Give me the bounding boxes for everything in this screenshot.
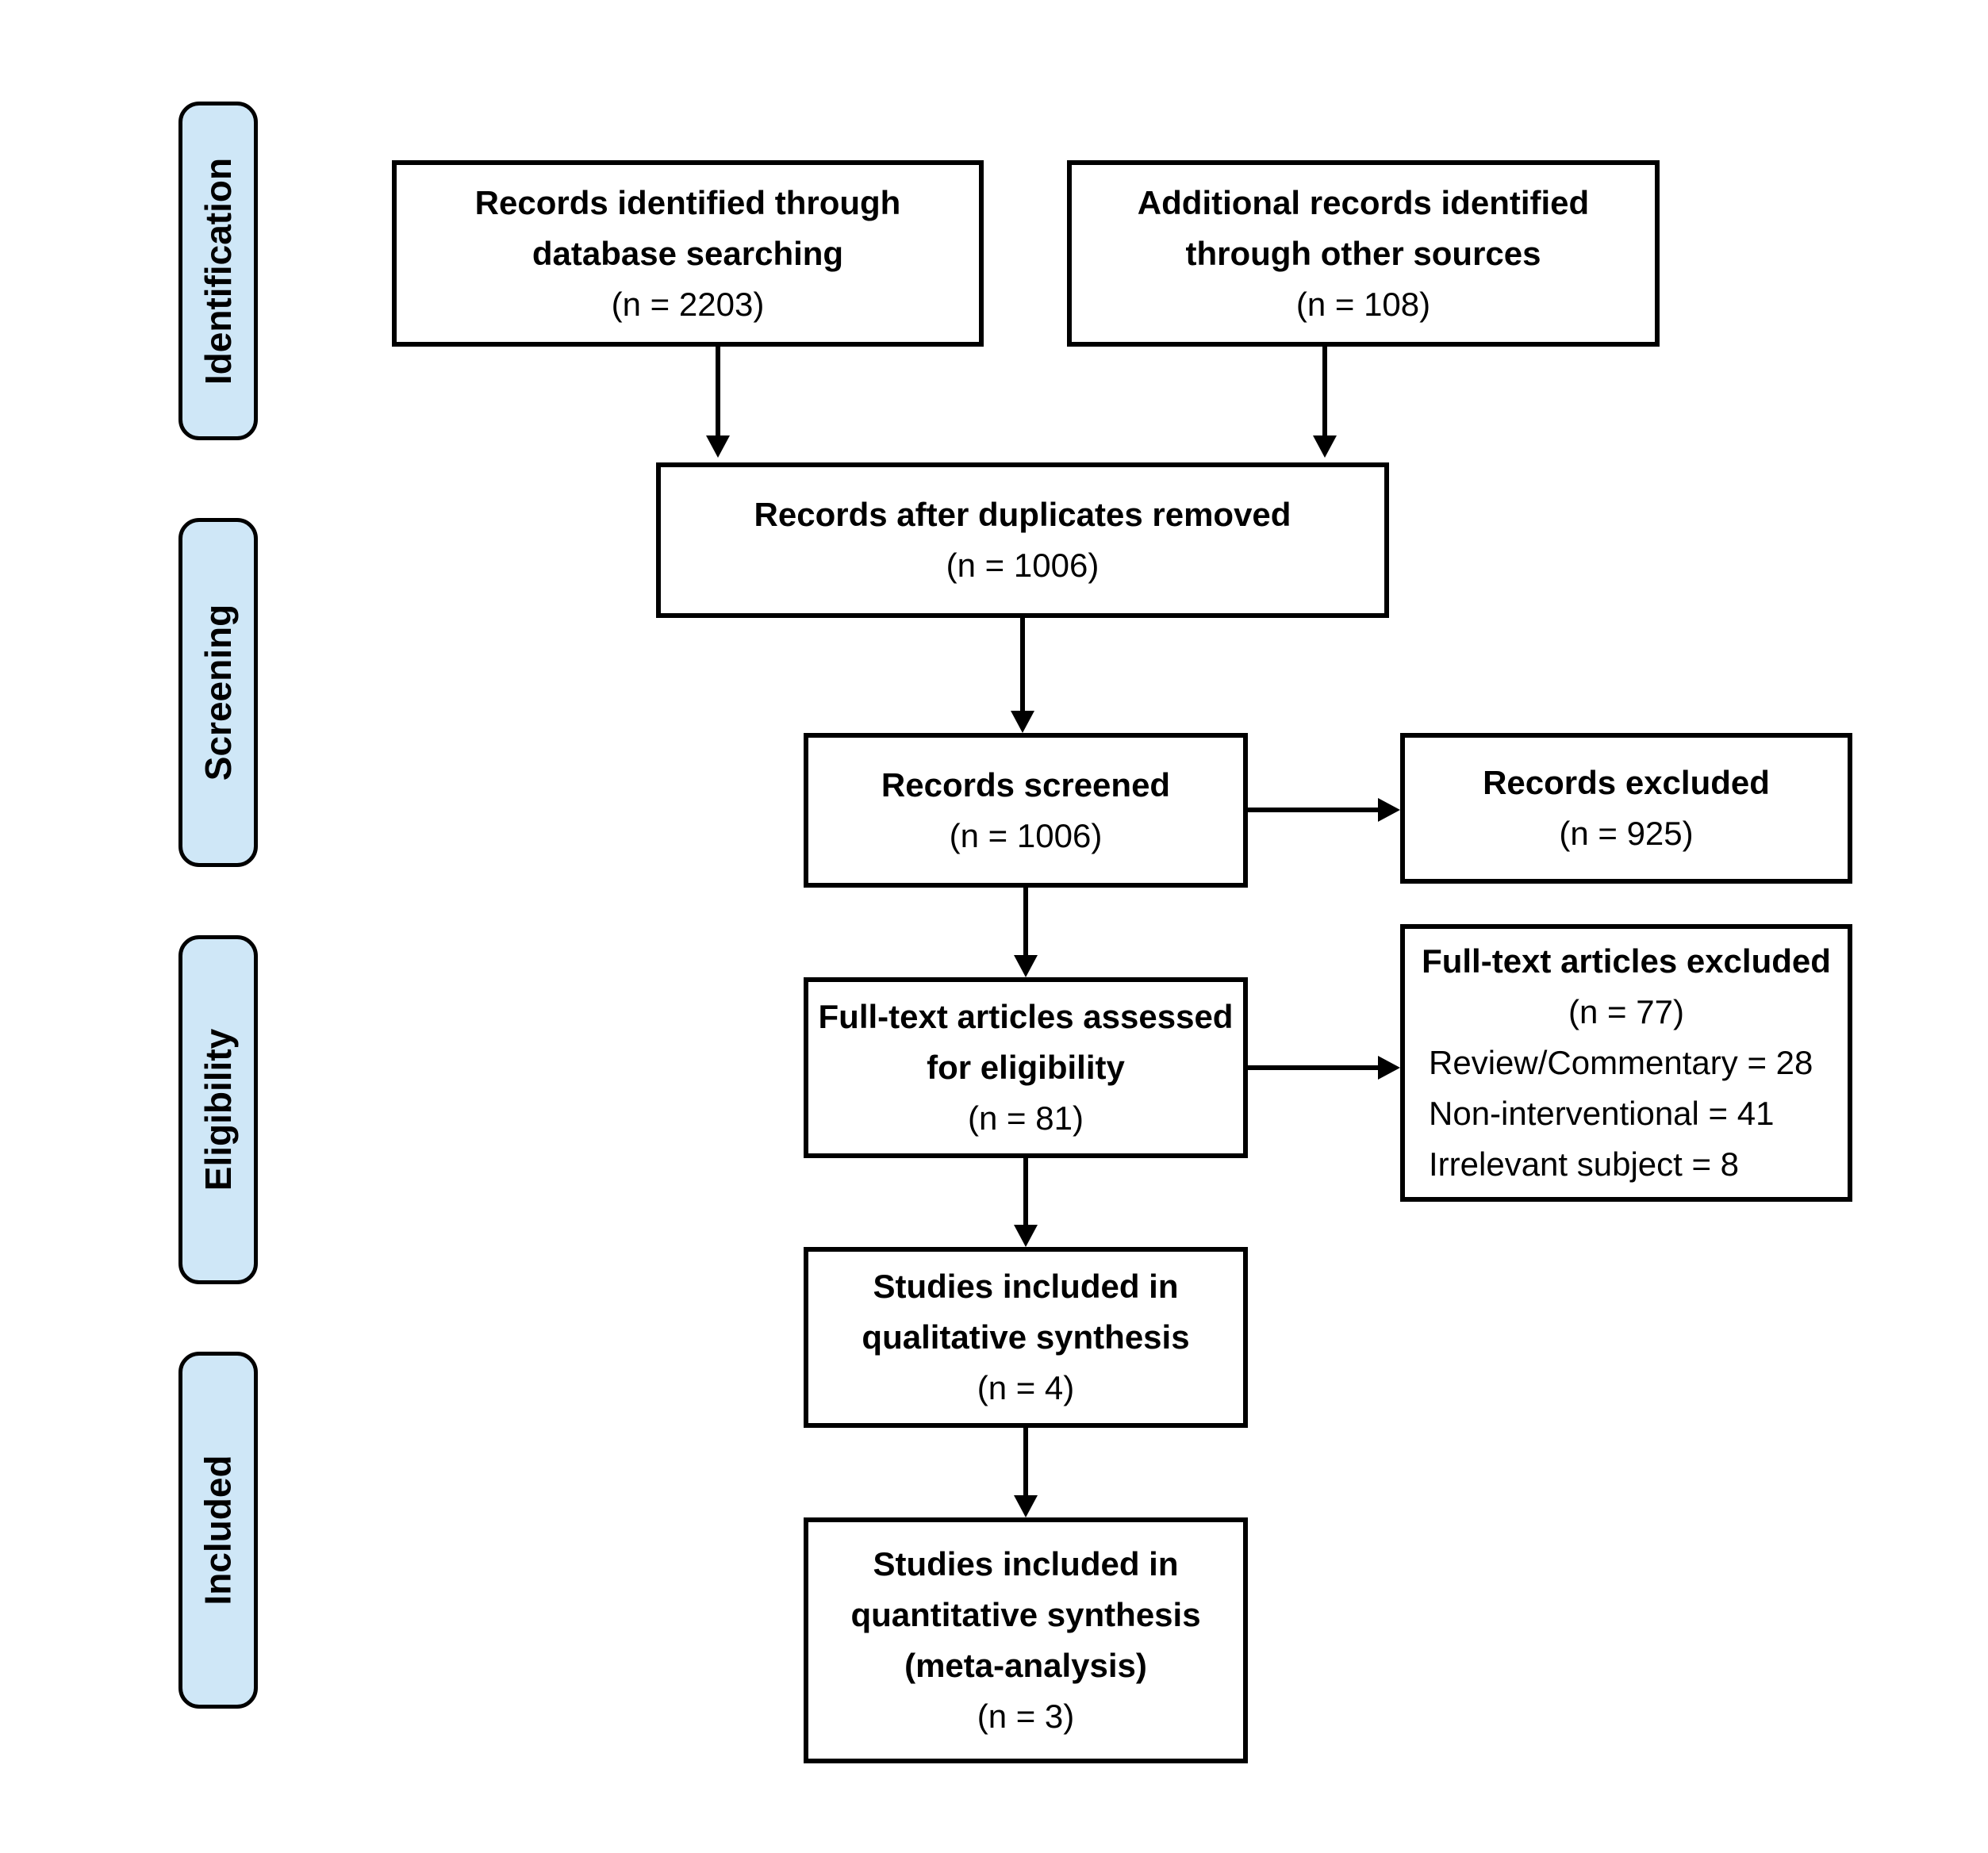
- box-after-duplicates-count: (n = 1006): [946, 547, 1100, 584]
- box-qualitative-synthesis-count: (n = 4): [977, 1369, 1075, 1406]
- box-records-identified: Records identified through database sear…: [392, 160, 984, 347]
- box-quantitative-synthesis: Studies included in quantitative synthes…: [804, 1517, 1248, 1763]
- box-additional-records-count: (n = 108): [1295, 285, 1431, 323]
- box-records-screened: Records screened (n = 1006): [804, 733, 1248, 888]
- box-records-excluded-title: Records excluded: [1483, 764, 1770, 801]
- arrow-identified-to-duplicates: [706, 347, 730, 458]
- box-additional-records: Additional records identified through ot…: [1067, 160, 1660, 347]
- box-records-screened-title: Records screened: [881, 765, 1171, 804]
- arrow-fulltext-to-qualitative: [1014, 1158, 1038, 1247]
- box-after-duplicates-title: Records after duplicates removed: [754, 496, 1291, 533]
- box-fulltext-excluded: Full-text articles excluded (n = 77) Rev…: [1400, 924, 1852, 1202]
- box-fulltext-excluded-reason-1: Review/Commentary = 28: [1429, 1044, 1813, 1081]
- box-records-identified-title-line1: Records identified through: [474, 183, 901, 221]
- box-records-excluded-count: (n = 925): [1559, 815, 1694, 852]
- box-fulltext-excluded-reason-2: Non-interventional = 41: [1429, 1095, 1775, 1132]
- box-quantitative-synthesis-count: (n = 3): [977, 1698, 1075, 1735]
- arrow-screened-to-fulltext: [1014, 888, 1038, 977]
- box-records-screened-count: (n = 1006): [949, 816, 1103, 854]
- arrow-duplicates-to-screened: [1011, 618, 1034, 733]
- box-qualitative-synthesis: Studies included in qualitative synthesi…: [804, 1247, 1248, 1428]
- box-quantitative-synthesis-title-line1: Studies included in: [873, 1545, 1179, 1583]
- box-fulltext-excluded-reason-3: Irrelevant subject = 8: [1429, 1145, 1740, 1183]
- box-records-identified-count: (n = 2203): [611, 285, 765, 323]
- box-records-identified-title-line2: database searching: [532, 234, 844, 272]
- box-additional-records-title-line1: Additional records identified: [1137, 183, 1590, 221]
- arrow-fulltext-to-excluded: [1248, 1056, 1400, 1080]
- box-fulltext-assessed: Full-text articles assessed for eligibil…: [804, 977, 1248, 1158]
- arrow-screened-to-excluded: [1248, 798, 1400, 822]
- box-fulltext-excluded-title: Full-text articles excluded: [1422, 942, 1831, 980]
- stage-label-screening-text: Screening: [198, 604, 240, 781]
- box-records-excluded: Records excluded (n = 925): [1400, 733, 1852, 884]
- box-fulltext-assessed-count: (n = 81): [968, 1099, 1084, 1137]
- box-fulltext-assessed-title-line1: Full-text articles assessed: [818, 998, 1234, 1035]
- box-fulltext-excluded-count: (n = 77): [1568, 993, 1684, 1030]
- stage-label-eligibility-text: Eligibility: [198, 1028, 239, 1191]
- box-qualitative-synthesis-title-line1: Studies included in: [873, 1268, 1179, 1305]
- stage-label-eligibility: Eligibility: [178, 935, 258, 1284]
- stage-label-identification-text: Identification: [198, 157, 240, 385]
- arrow-additional-to-duplicates: [1313, 347, 1337, 458]
- box-additional-records-title-line2: through other sources: [1185, 234, 1541, 272]
- box-qualitative-synthesis-title-line2: qualitative synthesis: [862, 1318, 1190, 1356]
- box-after-duplicates: Records after duplicates removed (n = 10…: [656, 462, 1389, 618]
- stage-label-identification: Identification: [178, 102, 258, 440]
- arrow-qualitative-to-quantitative: [1014, 1428, 1038, 1517]
- box-quantitative-synthesis-title-line2: quantitative synthesis: [850, 1596, 1201, 1633]
- box-fulltext-assessed-title-line2: for eligibility: [927, 1049, 1125, 1086]
- box-quantitative-synthesis-title-line3: (meta-analysis): [904, 1647, 1147, 1684]
- stage-label-included: Included: [178, 1352, 258, 1709]
- stage-label-included-text: Included: [198, 1455, 239, 1606]
- stage-label-screening: Screening: [178, 518, 258, 867]
